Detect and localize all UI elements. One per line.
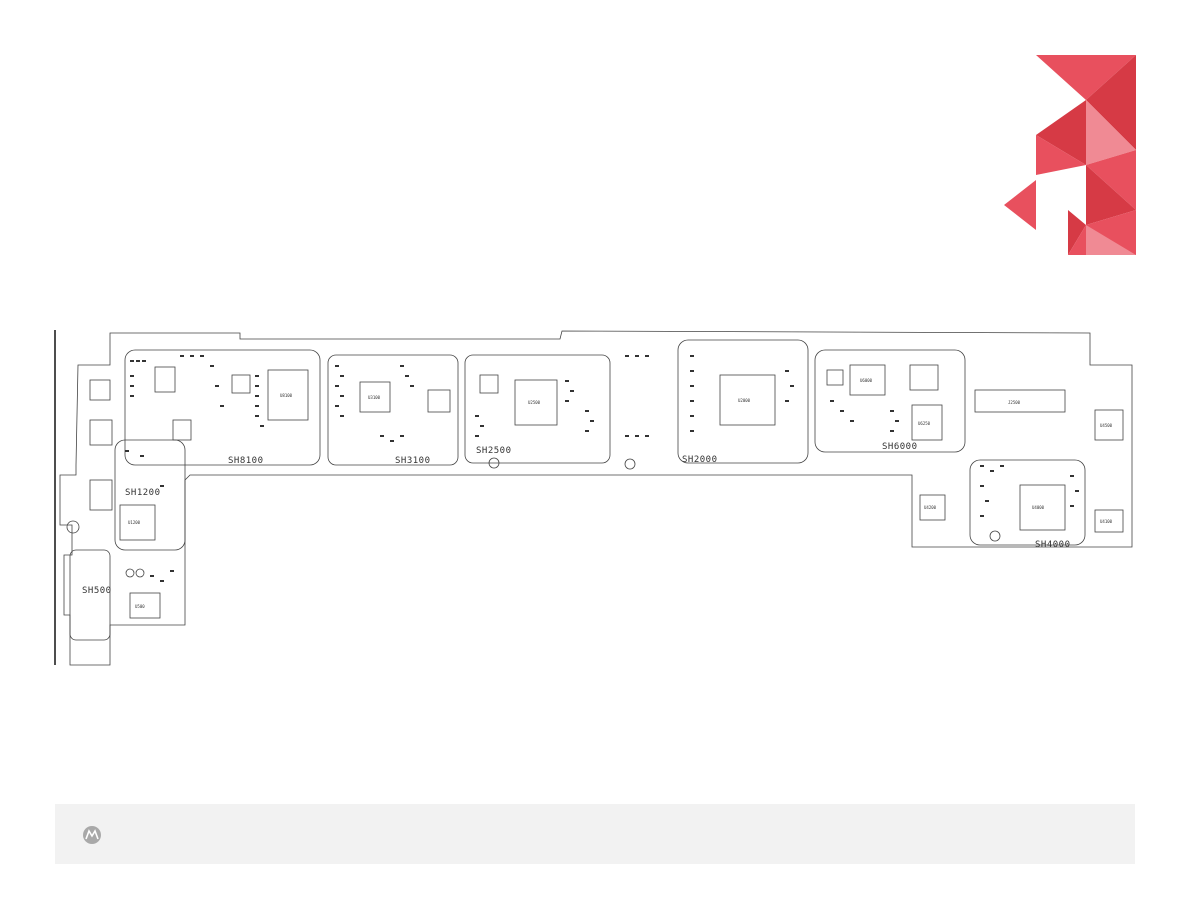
brand-logo	[1004, 55, 1136, 255]
shield-label-sh8100: SH8100	[228, 456, 264, 466]
ref-u500: U500	[135, 604, 145, 609]
shield-label-sh6000: SH6000	[882, 442, 918, 452]
ref-u4000: U4000	[1032, 505, 1045, 510]
ref-u4200: U4200	[924, 505, 937, 510]
ref-u8100: U8100	[280, 393, 293, 398]
ref-u3100: U3100	[368, 395, 381, 400]
ref-j2500: J2500	[1008, 400, 1021, 405]
ref-u1200: U1200	[128, 520, 141, 525]
pcb-layout-diagram: SH8100 SH3100 SH2500 SH2000 SH6000 SH400…	[54, 330, 1133, 666]
ref-u4100: U4100	[1100, 519, 1113, 524]
shield-label-sh4000: SH4000	[1035, 540, 1071, 550]
shield-label-sh2500: SH2500	[476, 446, 512, 456]
footer-bar	[55, 804, 1135, 864]
motorola-logo-icon	[83, 826, 101, 844]
shield-label-sh3100: SH3100	[395, 456, 431, 466]
ref-u2500: U2500	[528, 400, 541, 405]
shield-label-sh1200: SH1200	[125, 488, 161, 498]
shield-label-sh500: SH500	[82, 586, 112, 596]
ref-u6250: U6250	[918, 421, 931, 426]
ref-u4500: U4500	[1100, 423, 1113, 428]
ref-u6000: U6000	[860, 378, 873, 383]
shield-label-sh2000: SH2000	[682, 455, 718, 465]
ref-u2000: U2000	[738, 398, 751, 403]
